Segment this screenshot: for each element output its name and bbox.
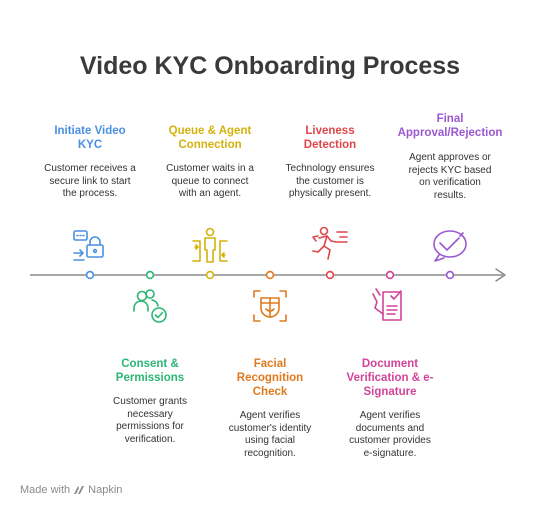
step-3-description: Customer waits in a queue to connect wit…	[166, 163, 254, 199]
footer-prefix: Made with	[20, 484, 71, 496]
step-3-title: Queue & Agent Connection	[168, 125, 252, 151]
running-person-icon	[312, 226, 348, 260]
face-scan-icon	[253, 290, 287, 322]
secure-link-icon	[73, 230, 104, 261]
step-7-title: Final Approval/Rejection	[397, 113, 503, 139]
step-1-marker	[85, 270, 95, 280]
step-5-marker	[325, 270, 335, 280]
step-7-description: Agent approves or rejects KYC based on v…	[408, 152, 492, 201]
users-check-icon	[133, 289, 167, 323]
queue-agent-icon	[192, 227, 228, 263]
step-6-marker	[385, 270, 395, 280]
document-sign-icon	[372, 288, 402, 321]
step-6-title: Document Verification & e- Signature	[346, 358, 434, 398]
timeline-arrowhead	[495, 268, 506, 282]
step-6-description: Agent verifies documents and customer pr…	[349, 410, 431, 459]
step-4-description: Agent verifies customer's identity using…	[228, 410, 312, 459]
step-2-description: Customer grants necessary permissions fo…	[113, 396, 187, 445]
step-5-description: Technology ensures the customer is physi…	[285, 163, 375, 199]
napkin-logo-icon	[74, 486, 85, 494]
step-7-marker	[445, 270, 455, 280]
footer: Made with Napkin	[20, 484, 122, 496]
step-5-title: Liveness Detection	[303, 125, 357, 151]
footer-brand: Napkin	[88, 484, 123, 496]
step-3-marker	[205, 270, 215, 280]
step-2-marker	[145, 270, 155, 280]
page-title: Video KYC Onboarding Process	[79, 52, 461, 80]
step-1-title: Initiate Video KYC	[54, 125, 126, 151]
step-4-marker	[265, 270, 275, 280]
approval-check-icon	[433, 230, 467, 262]
step-4-title: Facial Recognition Check	[236, 358, 304, 398]
step-2-title: Consent & Permissions	[115, 358, 185, 384]
step-1-description: Customer receives a secure link to start…	[44, 163, 136, 199]
